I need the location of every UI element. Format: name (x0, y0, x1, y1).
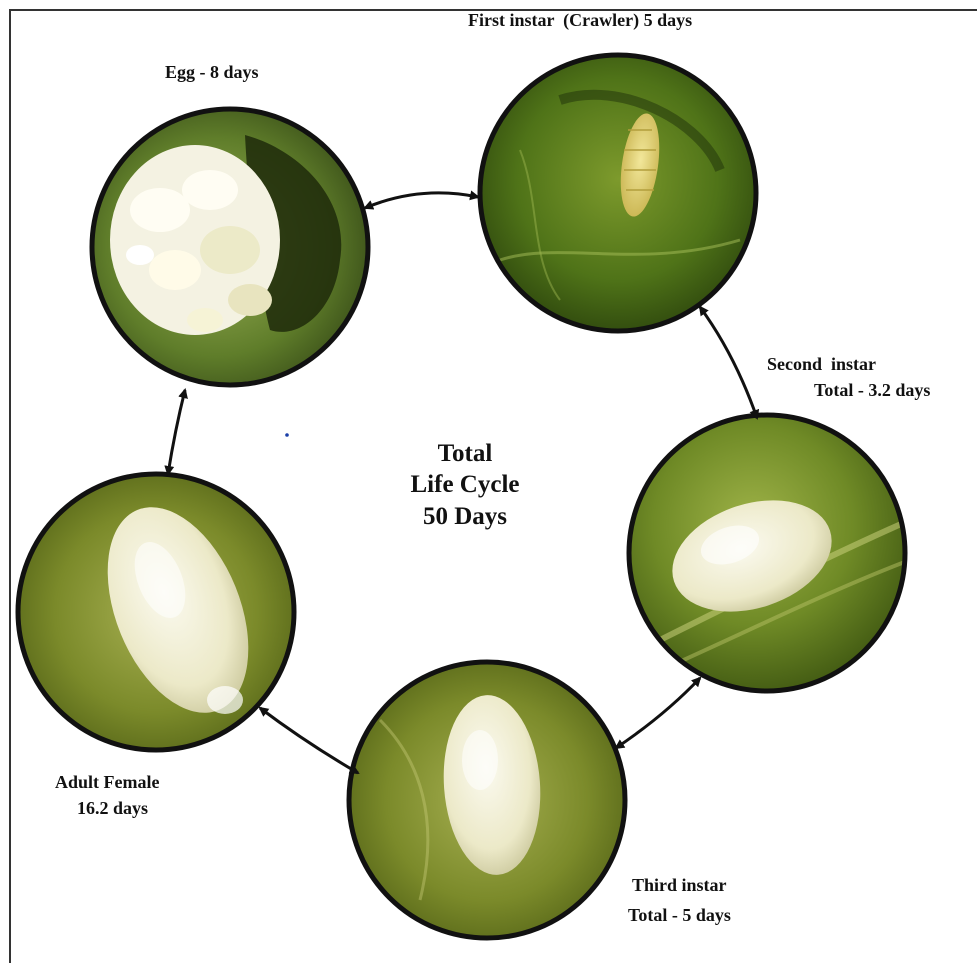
second-instar-label-line1: Second instar (767, 354, 876, 375)
center-line-1: Total (360, 438, 570, 469)
adult-female-photo (16, 472, 296, 752)
adult-female-label-line2: 16.2 days (77, 798, 148, 819)
egg-photo (90, 107, 370, 387)
center-line-3: 50 Days (360, 501, 570, 532)
first-instar-label: First instar (Crawler) 5 days (468, 10, 692, 31)
first-instar-photo (478, 53, 758, 333)
arrow-adult-egg (168, 390, 185, 474)
arrow-first-second (700, 307, 757, 418)
third-instar-label-line2: Total - 5 days (628, 905, 731, 926)
third-instar-photo (347, 660, 627, 940)
arrow-second-third (616, 678, 700, 748)
arrow-third-adult (260, 708, 358, 773)
total-life-cycle-label: Total Life Cycle 50 Days (360, 438, 570, 532)
third-instar-label-line1: Third instar (632, 875, 727, 896)
center-line-2: Life Cycle (360, 469, 570, 500)
egg-label: Egg - 8 days (165, 62, 259, 83)
adult-female-label-line1: Adult Female (55, 772, 159, 793)
stray-dot (285, 433, 289, 437)
second-instar-photo (627, 413, 910, 693)
arrow-egg-first (365, 193, 478, 208)
second-instar-label-line2: Total - 3.2 days (814, 380, 930, 401)
